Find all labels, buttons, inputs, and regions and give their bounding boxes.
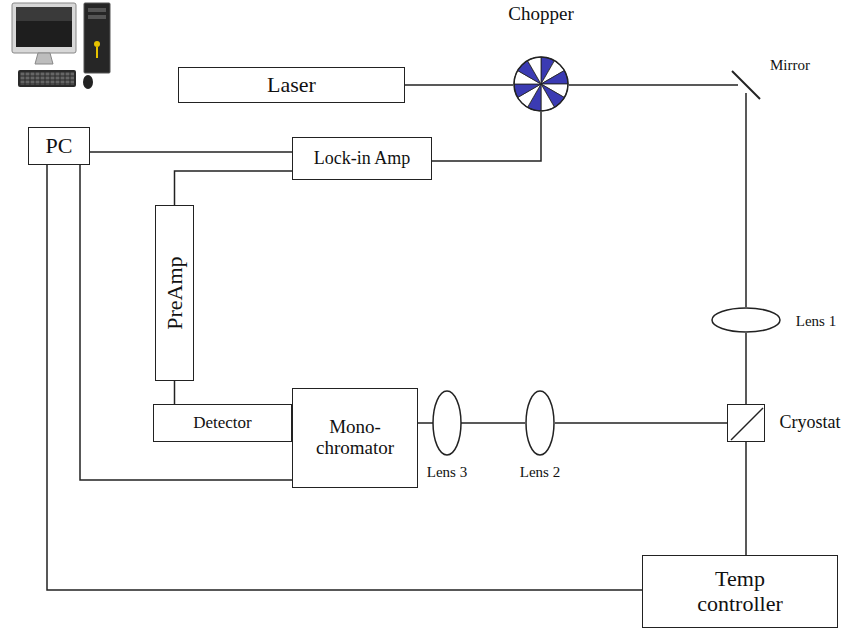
connector-line [745, 442, 747, 555]
connector-line [432, 112, 541, 161]
power-light [94, 41, 100, 47]
connector-line [174, 381, 176, 404]
lens-outline [432, 390, 462, 456]
drive-bay [88, 15, 106, 19]
chopper-wheel: Chopper [513, 56, 569, 112]
connector-line [555, 422, 727, 424]
detector-box: Detector [153, 404, 292, 442]
box-label: Lock-in Amp [314, 149, 411, 169]
chopper-wheel-outline [513, 56, 569, 112]
box-label: PC [46, 134, 73, 158]
connector-line [745, 333, 747, 404]
mirror-symbol-outline [738, 77, 754, 93]
monitor-screen [16, 7, 72, 47]
box-label: Laser [267, 73, 316, 97]
screen-glare [16, 7, 72, 21]
part-label: Mirror [770, 57, 810, 74]
lens: Lens 2 [525, 390, 555, 456]
monitor-frame [12, 3, 76, 53]
box-label: Mono- chromator [299, 417, 411, 459]
pc-tower [84, 3, 110, 73]
box-label: Temp controller [675, 567, 805, 615]
part-label: Chopper [508, 4, 573, 25]
part-label: Lens 1 [796, 313, 836, 330]
box-label: PreAmp [162, 256, 186, 329]
box-label: Detector [193, 414, 252, 433]
laser-box: Laser [178, 67, 405, 103]
keyboard-keys [20, 72, 74, 85]
connector-line [80, 165, 292, 480]
lens-outline [711, 307, 781, 333]
part-label: Cryostat [780, 413, 841, 433]
lens-outline [525, 390, 555, 456]
temp-controller-box: Temp controller [642, 555, 838, 628]
mirror-symbol: Mirror [738, 77, 754, 93]
drive-bay [88, 8, 106, 12]
connector-line [405, 84, 513, 86]
connector-line [569, 84, 738, 86]
power-light [96, 47, 98, 58]
connector-line [47, 165, 642, 590]
mouse [83, 75, 93, 89]
part-label: Lens 3 [427, 464, 467, 481]
pc-box: PC [28, 127, 90, 165]
connector-line [462, 422, 525, 424]
lens: Lens 3 [432, 390, 462, 456]
connector-line [90, 151, 292, 153]
connector-line [175, 171, 293, 205]
cryostat-box: Cryostat [727, 404, 765, 442]
monochromator-box: Mono- chromator [292, 388, 418, 488]
part-label: Lens 2 [520, 464, 560, 481]
monitor-stand [35, 53, 53, 64]
cryostat-box-outline [728, 405, 766, 443]
keyboard [18, 70, 76, 87]
lens: Lens 1 [711, 307, 781, 333]
lockin-box: Lock-in Amp [292, 137, 432, 180]
connector-line [745, 93, 747, 307]
preamp-box: PreAmp [155, 205, 194, 381]
